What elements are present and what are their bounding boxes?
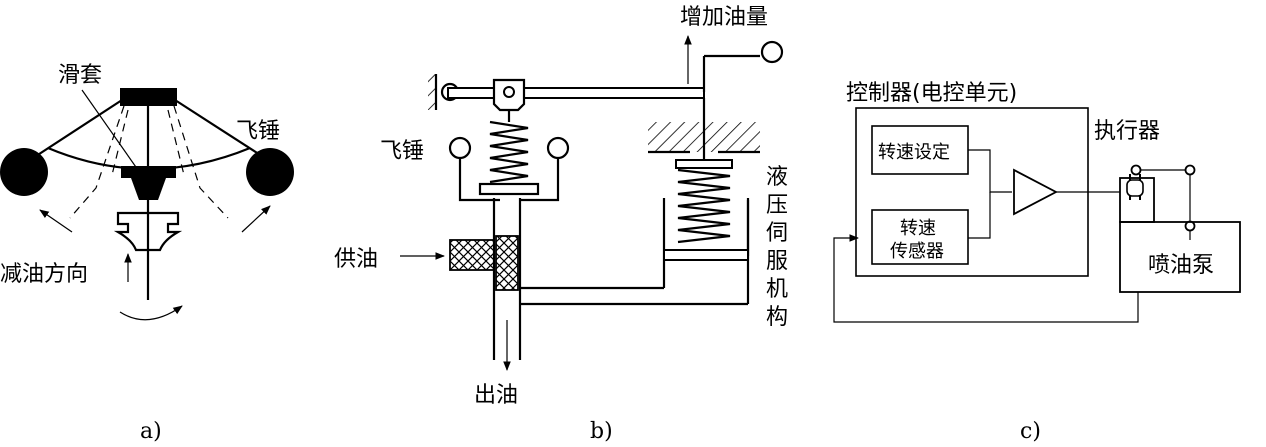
flyweight-label-a: 飞锤 bbox=[236, 119, 280, 144]
svg-text:压: 压 bbox=[766, 193, 788, 218]
amplifier-triangle bbox=[1013, 168, 1058, 216]
actuator-node-2 bbox=[1184, 164, 1196, 176]
rotation-arrow bbox=[119, 305, 183, 321]
dashed-outline-right bbox=[173, 105, 229, 219]
supply-oil-pipe bbox=[449, 239, 495, 271]
valve-spool bbox=[495, 235, 519, 291]
flyweight-arm-right bbox=[520, 157, 560, 202]
handle-ball bbox=[760, 40, 784, 64]
actuator-node-1 bbox=[1130, 164, 1142, 176]
injection-pump-label: 喷油泵 bbox=[1148, 253, 1214, 278]
servo-spring bbox=[677, 168, 731, 244]
lower-sleeve bbox=[113, 211, 183, 252]
pivot-wall bbox=[428, 74, 436, 110]
supply-oil-label: 供油 bbox=[334, 247, 378, 272]
panel-c: 控制器(电控单元) 执行器 转速设定 转速 传感器 喷油泵 c) bbox=[833, 81, 1241, 444]
svg-text:液: 液 bbox=[766, 165, 788, 190]
svg-text:服: 服 bbox=[766, 249, 788, 274]
speed-sensor-box bbox=[871, 209, 969, 265]
controller-label: 控制器(电控单元) bbox=[846, 81, 1017, 106]
arrow-right-weight bbox=[241, 205, 271, 233]
sleeve-collar bbox=[121, 166, 176, 178]
sleeve-leader bbox=[81, 89, 139, 171]
speed-setting-label: 转速设定 bbox=[878, 142, 950, 163]
dashed-outline-inner-right bbox=[167, 109, 185, 176]
caption-c: c) bbox=[1020, 419, 1041, 444]
right-arm bbox=[174, 99, 269, 161]
svg-text:伺: 伺 bbox=[766, 221, 788, 246]
caption-b: b) bbox=[590, 419, 613, 444]
servo-piston bbox=[663, 249, 749, 261]
speed-sensor-line2: 传感器 bbox=[890, 241, 944, 262]
flyweight-b-left bbox=[448, 136, 472, 160]
servo-label: 液 压 伺 服 机 构 bbox=[766, 165, 788, 330]
speed-sensor-line1: 转速 bbox=[900, 218, 936, 239]
caption-a: a) bbox=[140, 419, 162, 444]
arrow-left-weight bbox=[39, 209, 73, 233]
left-flyweight bbox=[0, 148, 48, 196]
decrease-fuel-label: 减油方向 bbox=[0, 262, 88, 287]
spring-seat bbox=[478, 182, 540, 196]
sleeve-label: 滑套 bbox=[58, 63, 102, 88]
dashed-outline-inner-left bbox=[111, 109, 129, 176]
actuator-label: 执行器 bbox=[1094, 119, 1160, 144]
svg-text:机: 机 bbox=[766, 277, 788, 302]
left-spring bbox=[489, 120, 529, 184]
lever bbox=[447, 87, 705, 99]
top-block bbox=[120, 88, 177, 106]
panel-a: 滑套 飞锤 减油方向 a) bbox=[0, 63, 294, 444]
outlet-oil-label: 出油 bbox=[474, 383, 518, 408]
feedback-line bbox=[833, 234, 1139, 323]
servo-piston-top bbox=[675, 159, 733, 169]
right-flyweight bbox=[246, 148, 294, 196]
dashed-outline-left bbox=[69, 105, 125, 219]
sleeve-body bbox=[131, 178, 166, 200]
increase-fuel-label: 增加油量 bbox=[680, 5, 768, 30]
flyweight-arm-left bbox=[458, 157, 500, 202]
flyweight-b-right bbox=[546, 136, 570, 160]
injection-pump-box bbox=[1119, 221, 1241, 293]
flyweight-label-b: 飞锤 bbox=[380, 139, 424, 164]
panel-b: 增加油量 飞锤 供油 出油 bbox=[334, 5, 788, 444]
left-arm bbox=[29, 99, 123, 161]
svg-text:构: 构 bbox=[766, 305, 788, 330]
